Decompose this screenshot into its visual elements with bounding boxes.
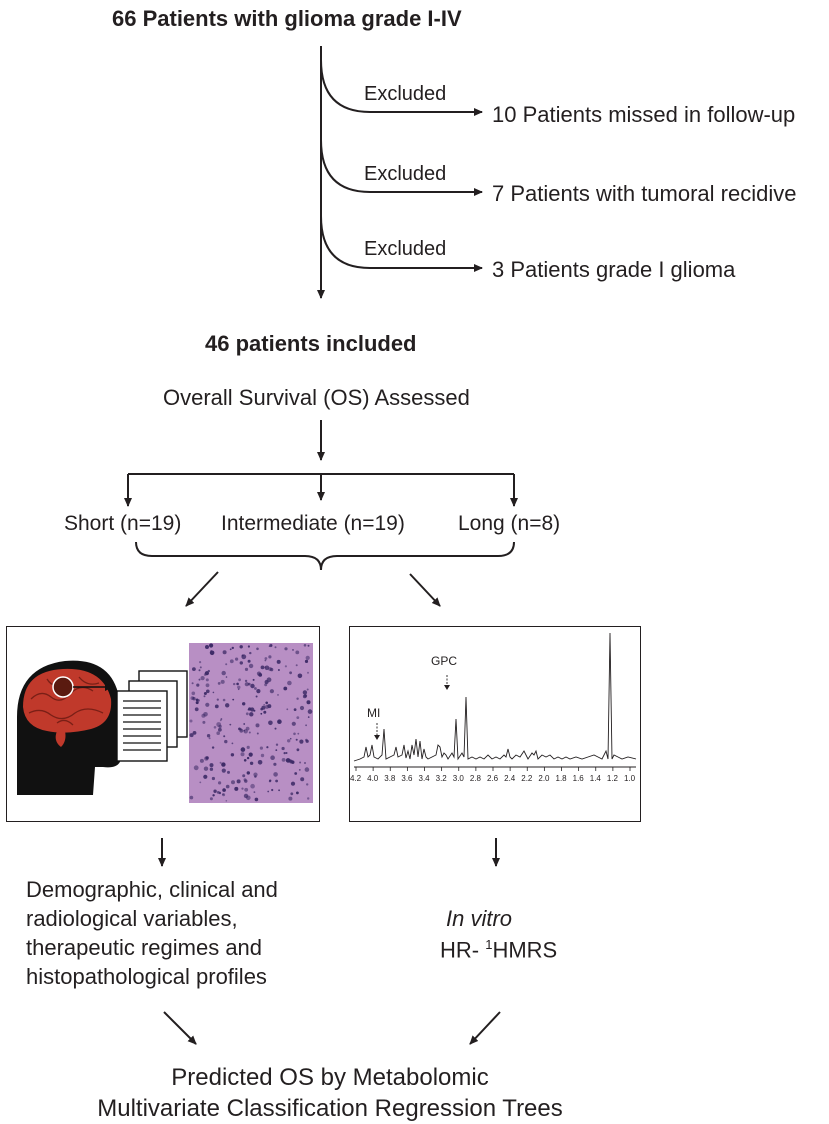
exclusion-label-1: Excluded [364,83,447,105]
os-assessed: Overall Survival (OS) Assessed [163,385,470,410]
arrow-to-clinical-box [185,571,219,607]
hrmas-spectrum [353,632,637,771]
exclusion-branch-1 [320,59,483,116]
left-output-line-1: Demographic, clinical and [26,877,278,902]
axis-tick-label: 2.2 [521,774,533,783]
included-heading: 46 patients included [205,331,417,356]
exclusion-detail-2: 7 Patients with tumoral recidive [492,181,797,206]
exclusion-branch-2 [320,139,483,196]
axis-tick-label: 1.0 [624,774,636,783]
spectrum-trace [353,632,637,762]
axis-tick-label: 3.2 [435,774,447,783]
peak-label-mi: MI [367,706,381,720]
axis-tick-label: 1.2 [606,774,618,783]
axis-tick-label: 2.0 [538,774,550,783]
axis-tick-label: 2.8 [469,774,481,783]
hrmas-label: HR- 1HMRS [440,938,557,961]
axis-tick-label: 1.8 [555,774,567,783]
final-line-2: Multivariate Classification Regression T… [97,1095,563,1122]
exclusion-label-2: Excluded [364,163,447,185]
axis-tick-label: 3.0 [452,774,464,783]
axis-tick-label: 4.0 [367,774,379,783]
clinical-illustration [17,643,313,803]
brain-icon [23,668,112,733]
left-output-line-3: therapeutic regimes and [26,935,263,960]
axis-tick-label: 1.6 [572,774,584,783]
axis-tick-label: 3.6 [401,774,413,783]
final-line-1: Predicted OS by Metabolomic [171,1064,489,1091]
exclusion-branch-3 [320,215,483,272]
peak-label-gpc: GPC [431,654,458,668]
axis-tick-label: 2.6 [487,774,499,783]
arrow-to-spectrum-box [409,573,441,607]
clinical-data-box [6,626,320,822]
axis-tick-label: 2.4 [504,774,516,783]
left-output-line-4: histopathological profiles [26,964,267,989]
exclusion-detail-3: 3 Patients grade I glioma [492,257,736,282]
axis-tick-label: 4.2 [350,774,362,783]
exclusion-detail-1: 10 Patients missed in follow-up [492,102,796,127]
group-short: Short (n=19) [64,512,182,535]
left-output-line-2: radiological variables, [26,906,238,931]
group-brace [135,541,515,571]
axis-tick-label: 3.8 [384,774,396,783]
group-long: Long (n=8) [458,512,561,535]
axis-tick-label: 1.4 [589,774,601,783]
arrow-vitro-to-final [469,1011,501,1045]
exclusion-label-3: Excluded [364,238,447,260]
hrmas-prefix: HR- [440,937,486,963]
spectrum-box: GPC MI 4.2 4.0 3.8 3.6 3.4 3.2 3.0 2.8 2.6 2.4 2.2… [349,626,641,822]
tumor-marker-icon [52,676,74,698]
hrmas-suffix: HMRS [492,937,558,963]
hrmas-superscript: 1 [485,937,493,952]
in-vitro-label: In vitro [446,906,513,931]
documents-icon [116,670,188,762]
cohort-title: 66 Patients with glioma grade I-IV [112,6,462,31]
group-intermediate: Intermediate (n=19) [221,512,405,535]
axis-tick-label: 3.4 [418,774,430,783]
arrow-clinical-to-final [163,1011,197,1045]
